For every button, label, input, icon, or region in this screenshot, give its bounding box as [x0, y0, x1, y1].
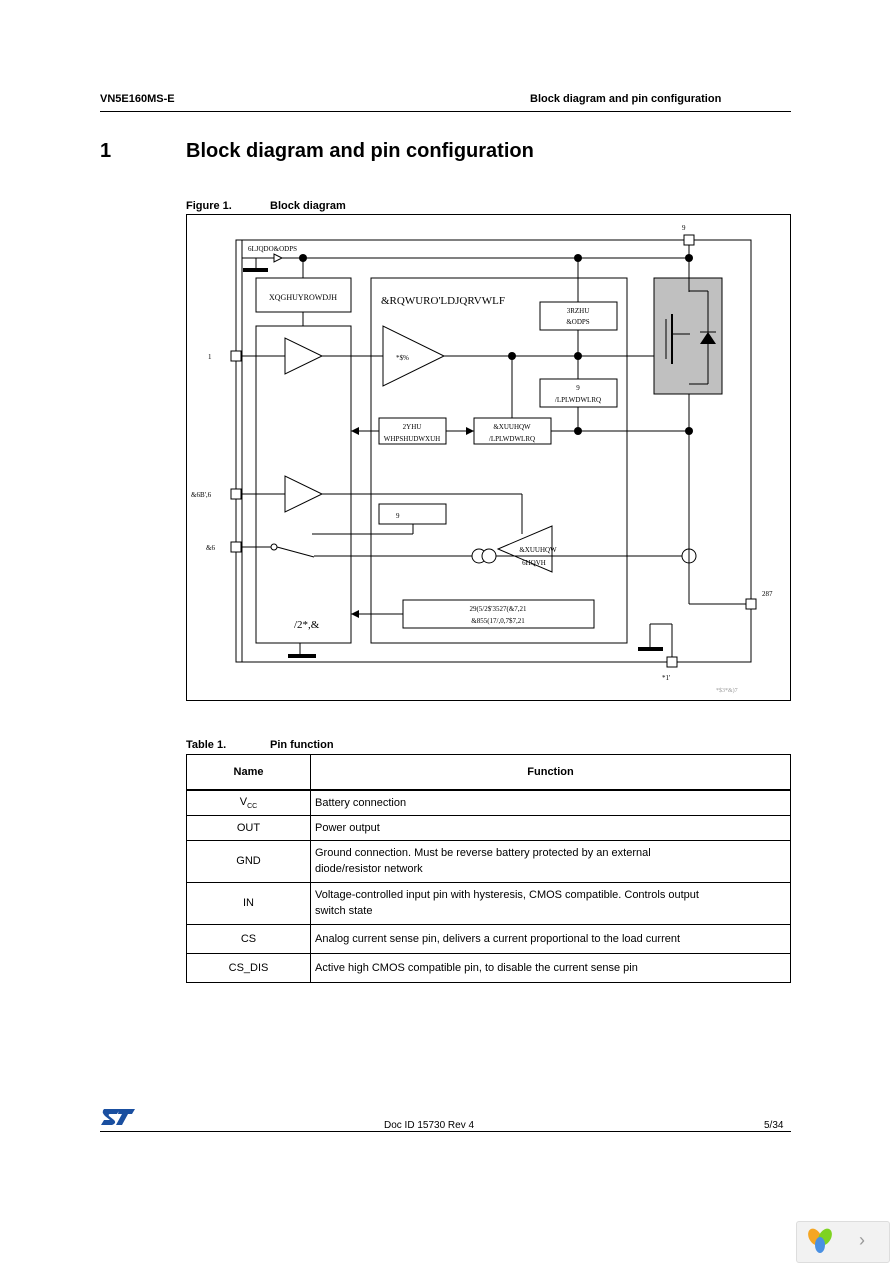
overload-protection-block [402, 599, 595, 629]
power-clamp-label: 3RZHU [567, 307, 590, 315]
control-ground [638, 647, 663, 651]
chevron-right-icon[interactable]: › [859, 1230, 865, 1250]
st-logo [101, 1109, 135, 1125]
table-row: GND Ground connection. Must be reverse b… [186, 839, 791, 883]
table-row: IN Voltage-controlled input pin with hys… [186, 881, 791, 925]
table-number: Table 1. [186, 739, 227, 751]
pin-cs-dis [230, 488, 242, 500]
svg-text:WHPSHUDWXUH: WHPSHUDWXUH [384, 435, 440, 443]
viewer-widget[interactable]: › [796, 1221, 890, 1263]
section-number: 1 [100, 140, 112, 162]
figure-title: Block diagram [270, 200, 346, 212]
pin-function-cell: Analog current sense pin, delivers a cur… [310, 923, 791, 954]
header-rule [100, 111, 791, 112]
current-source-2 [481, 548, 497, 564]
pin-name-cell: CS [186, 923, 311, 954]
footer-page-number: 5/34 [764, 1120, 784, 1131]
pin-function-cell: Voltage-controlled input pin with hyster… [310, 881, 791, 925]
pin-cs-dis-label: &6B',6 [191, 491, 212, 499]
footer-doc-id: Doc ID 15730 Rev 4 [384, 1120, 475, 1131]
current-sense-amplifier [496, 525, 553, 573]
pin-out-label: 287 [762, 590, 773, 598]
block-diagram: XQGHUYROWDJH /2*,& &RQWURO'LDJQRVWLF 3RZ… [186, 214, 791, 701]
col-header-function: Function [310, 754, 791, 791]
table-caption: Table 1. Pin function [186, 739, 334, 751]
svg-text:/LPLWDWLRQ: /LPLWDWLRQ [555, 396, 601, 404]
section-title: Block diagram and pin configuration [186, 140, 534, 162]
flower-icon [808, 1228, 832, 1253]
svg-text:6HQVH: 6HQVH [522, 559, 546, 567]
pin-name-cell: CS_DIS [186, 952, 311, 983]
pin-in-label: 1 [208, 353, 212, 361]
current-sense-label: &XUUHQW [519, 546, 557, 554]
pin-gnd [666, 656, 678, 668]
svg-text:/LPLWDWLRQ: /LPLWDWLRQ [489, 435, 535, 443]
header-doc-id: VN5E160MS-E [100, 93, 175, 105]
pin-in [230, 350, 242, 362]
pin-gnd-label: *1' [662, 674, 670, 682]
pin-name-cell: VCC [186, 789, 311, 816]
pin-function-cell: Power output [310, 814, 791, 841]
footer-rule [100, 1131, 791, 1132]
pin-function-cell: Battery connection [310, 789, 791, 816]
control-diagnostic-label: &RQWURO'LDJQRVWLF [381, 295, 505, 307]
vref-label: 9 [396, 512, 400, 520]
pin-cs-label: &6 [206, 544, 215, 552]
table-title: Pin function [270, 739, 334, 751]
pin-cs [230, 541, 242, 553]
power-mosfet [653, 277, 723, 395]
pin-name-cell: OUT [186, 814, 311, 841]
signal-clamp-diode [273, 253, 284, 263]
table-row: OUT Power output [186, 814, 791, 841]
figure-code: *$3*&)7 [716, 687, 738, 694]
current-limitation-label-2: &855(17/,0,7$7,21 [471, 617, 525, 625]
signal-clamp-label: 6LJQDO&ODPS [248, 245, 297, 253]
logic-label: /2*,& [294, 619, 320, 631]
vref-block [378, 503, 447, 525]
vds-limitation-label: 9 [576, 384, 580, 392]
undervoltage-label: XQGHUYROWDJH [269, 293, 337, 302]
table-row: CS Analog current sense pin, delivers a … [186, 923, 791, 954]
pin-name-cell: IN [186, 881, 311, 925]
cs-dis-buffer [284, 475, 324, 513]
overtemperature-block [378, 417, 447, 445]
col-header-name: Name [186, 754, 311, 791]
signal-ground [243, 268, 268, 272]
figure-number: Figure 1. [186, 200, 232, 212]
pin-vcc-label: 9 [682, 224, 686, 232]
driver-amplifier [382, 325, 446, 387]
diagram-frame [186, 214, 791, 701]
pin-out [745, 598, 757, 610]
driver-label: *$% [396, 354, 409, 362]
table-row: VCC Battery connection [186, 789, 791, 816]
pin-function-cell: Ground connection. Must be reverse batte… [310, 839, 791, 883]
table-row: CS_DIS Active high CMOS compatible pin, … [186, 952, 791, 983]
input-buffer [284, 337, 324, 375]
logic-ground [288, 654, 316, 658]
pin-vcc [683, 234, 695, 246]
figure-caption: Figure 1. Block diagram [186, 200, 346, 212]
outer-chip-boundary [235, 239, 752, 663]
pin-function-cell: Active high CMOS compatible pin, to disa… [310, 952, 791, 983]
pin-name-cell: GND [186, 839, 311, 883]
pin-function-table: Name Function VCC Battery connection OUT… [186, 754, 791, 983]
overtemperature-label: 2YHU [403, 423, 422, 431]
svg-text:&ODPS: &ODPS [566, 318, 589, 326]
overload-label: 29(5/2$'3527(&7,21 [469, 605, 527, 613]
current-limitation-label: &XUUHQW [493, 423, 531, 431]
header-section: Block diagram and pin configuration [530, 93, 722, 105]
control-diagnostic-block [370, 277, 628, 644]
